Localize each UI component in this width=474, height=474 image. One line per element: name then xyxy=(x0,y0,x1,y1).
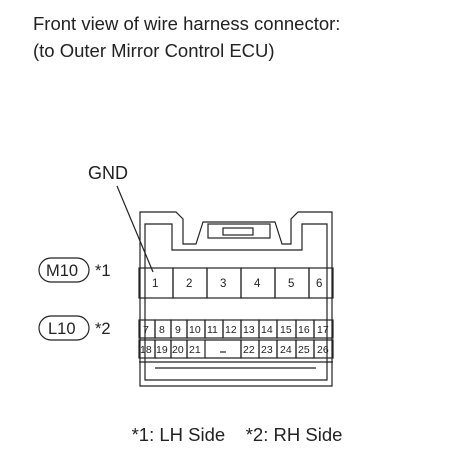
m10-note-label: *1 xyxy=(95,262,111,280)
l10-code-label: L10 xyxy=(48,320,76,338)
pin-label-26: 26 xyxy=(317,344,329,356)
title-line-1: Front view of wire harness connector: xyxy=(33,13,341,34)
housing-inner-line xyxy=(144,223,328,381)
title-line-2: (to Outer Mirror Control ECU) xyxy=(33,40,275,61)
pin-label-16: 16 xyxy=(298,324,310,336)
pin-label-25: 25 xyxy=(298,344,310,356)
pin-label-20: 20 xyxy=(172,344,184,356)
pin-cell-6 xyxy=(308,267,334,299)
connector-housing-outline xyxy=(139,211,333,387)
pin-label-14: 14 xyxy=(261,324,273,336)
pin-label-13: 13 xyxy=(243,324,255,336)
lower-pin-block: 7 8 9 10 11 12 13 14 15 16 17 18 19 20 2… xyxy=(138,319,334,369)
pin-label-4: 4 xyxy=(254,278,261,290)
pin-label-6: 6 xyxy=(316,278,322,290)
pin-label-24: 24 xyxy=(280,344,292,356)
pin-label-15: 15 xyxy=(280,324,292,336)
l10-badge-outline xyxy=(38,315,90,341)
pin-cell-21 xyxy=(186,339,206,359)
pin-label-9: 9 xyxy=(175,324,181,336)
pin-label-19: 19 xyxy=(156,344,168,356)
pin-cell-26 xyxy=(313,339,334,359)
pin-label-17: 17 xyxy=(317,324,329,336)
key-gap xyxy=(205,339,242,359)
gnd-callout-label: GND xyxy=(88,163,128,183)
m10-badge-outline xyxy=(38,257,90,283)
pin-label-18: 18 xyxy=(140,344,152,356)
pin-label-11: 11 xyxy=(207,324,218,336)
pin-label-5: 5 xyxy=(288,278,294,290)
pin-cell-17 xyxy=(313,319,334,339)
diagram-title: Front view of wire harness connector: (t… xyxy=(33,10,473,64)
pin-label-10: 10 xyxy=(189,324,201,336)
footnote: *1: LH Side *2: RH Side xyxy=(131,424,343,445)
l10-note-label: *2 xyxy=(95,320,111,338)
latch-slot xyxy=(222,227,254,236)
connector-code-l10: L10 *2 xyxy=(38,315,111,341)
pin-label-23: 23 xyxy=(261,344,273,356)
pin-label-1: 1 xyxy=(152,278,158,290)
connector-latch xyxy=(207,223,271,239)
gnd-leader-line xyxy=(116,185,154,273)
m10-code-label: M10 xyxy=(46,262,78,280)
pin-label-21: 21 xyxy=(189,344,201,356)
pin-label-8: 8 xyxy=(159,324,165,336)
pin-label-12: 12 xyxy=(225,324,237,336)
pin-label-22: 22 xyxy=(243,344,255,356)
pin-label-2: 2 xyxy=(186,278,192,290)
pin-label-3: 3 xyxy=(220,278,226,290)
connector-code-m10: M10 *1 xyxy=(38,257,111,283)
pin-label-7: 7 xyxy=(143,324,149,336)
upper-pin-row: 1 2 3 4 5 6 xyxy=(138,267,334,299)
